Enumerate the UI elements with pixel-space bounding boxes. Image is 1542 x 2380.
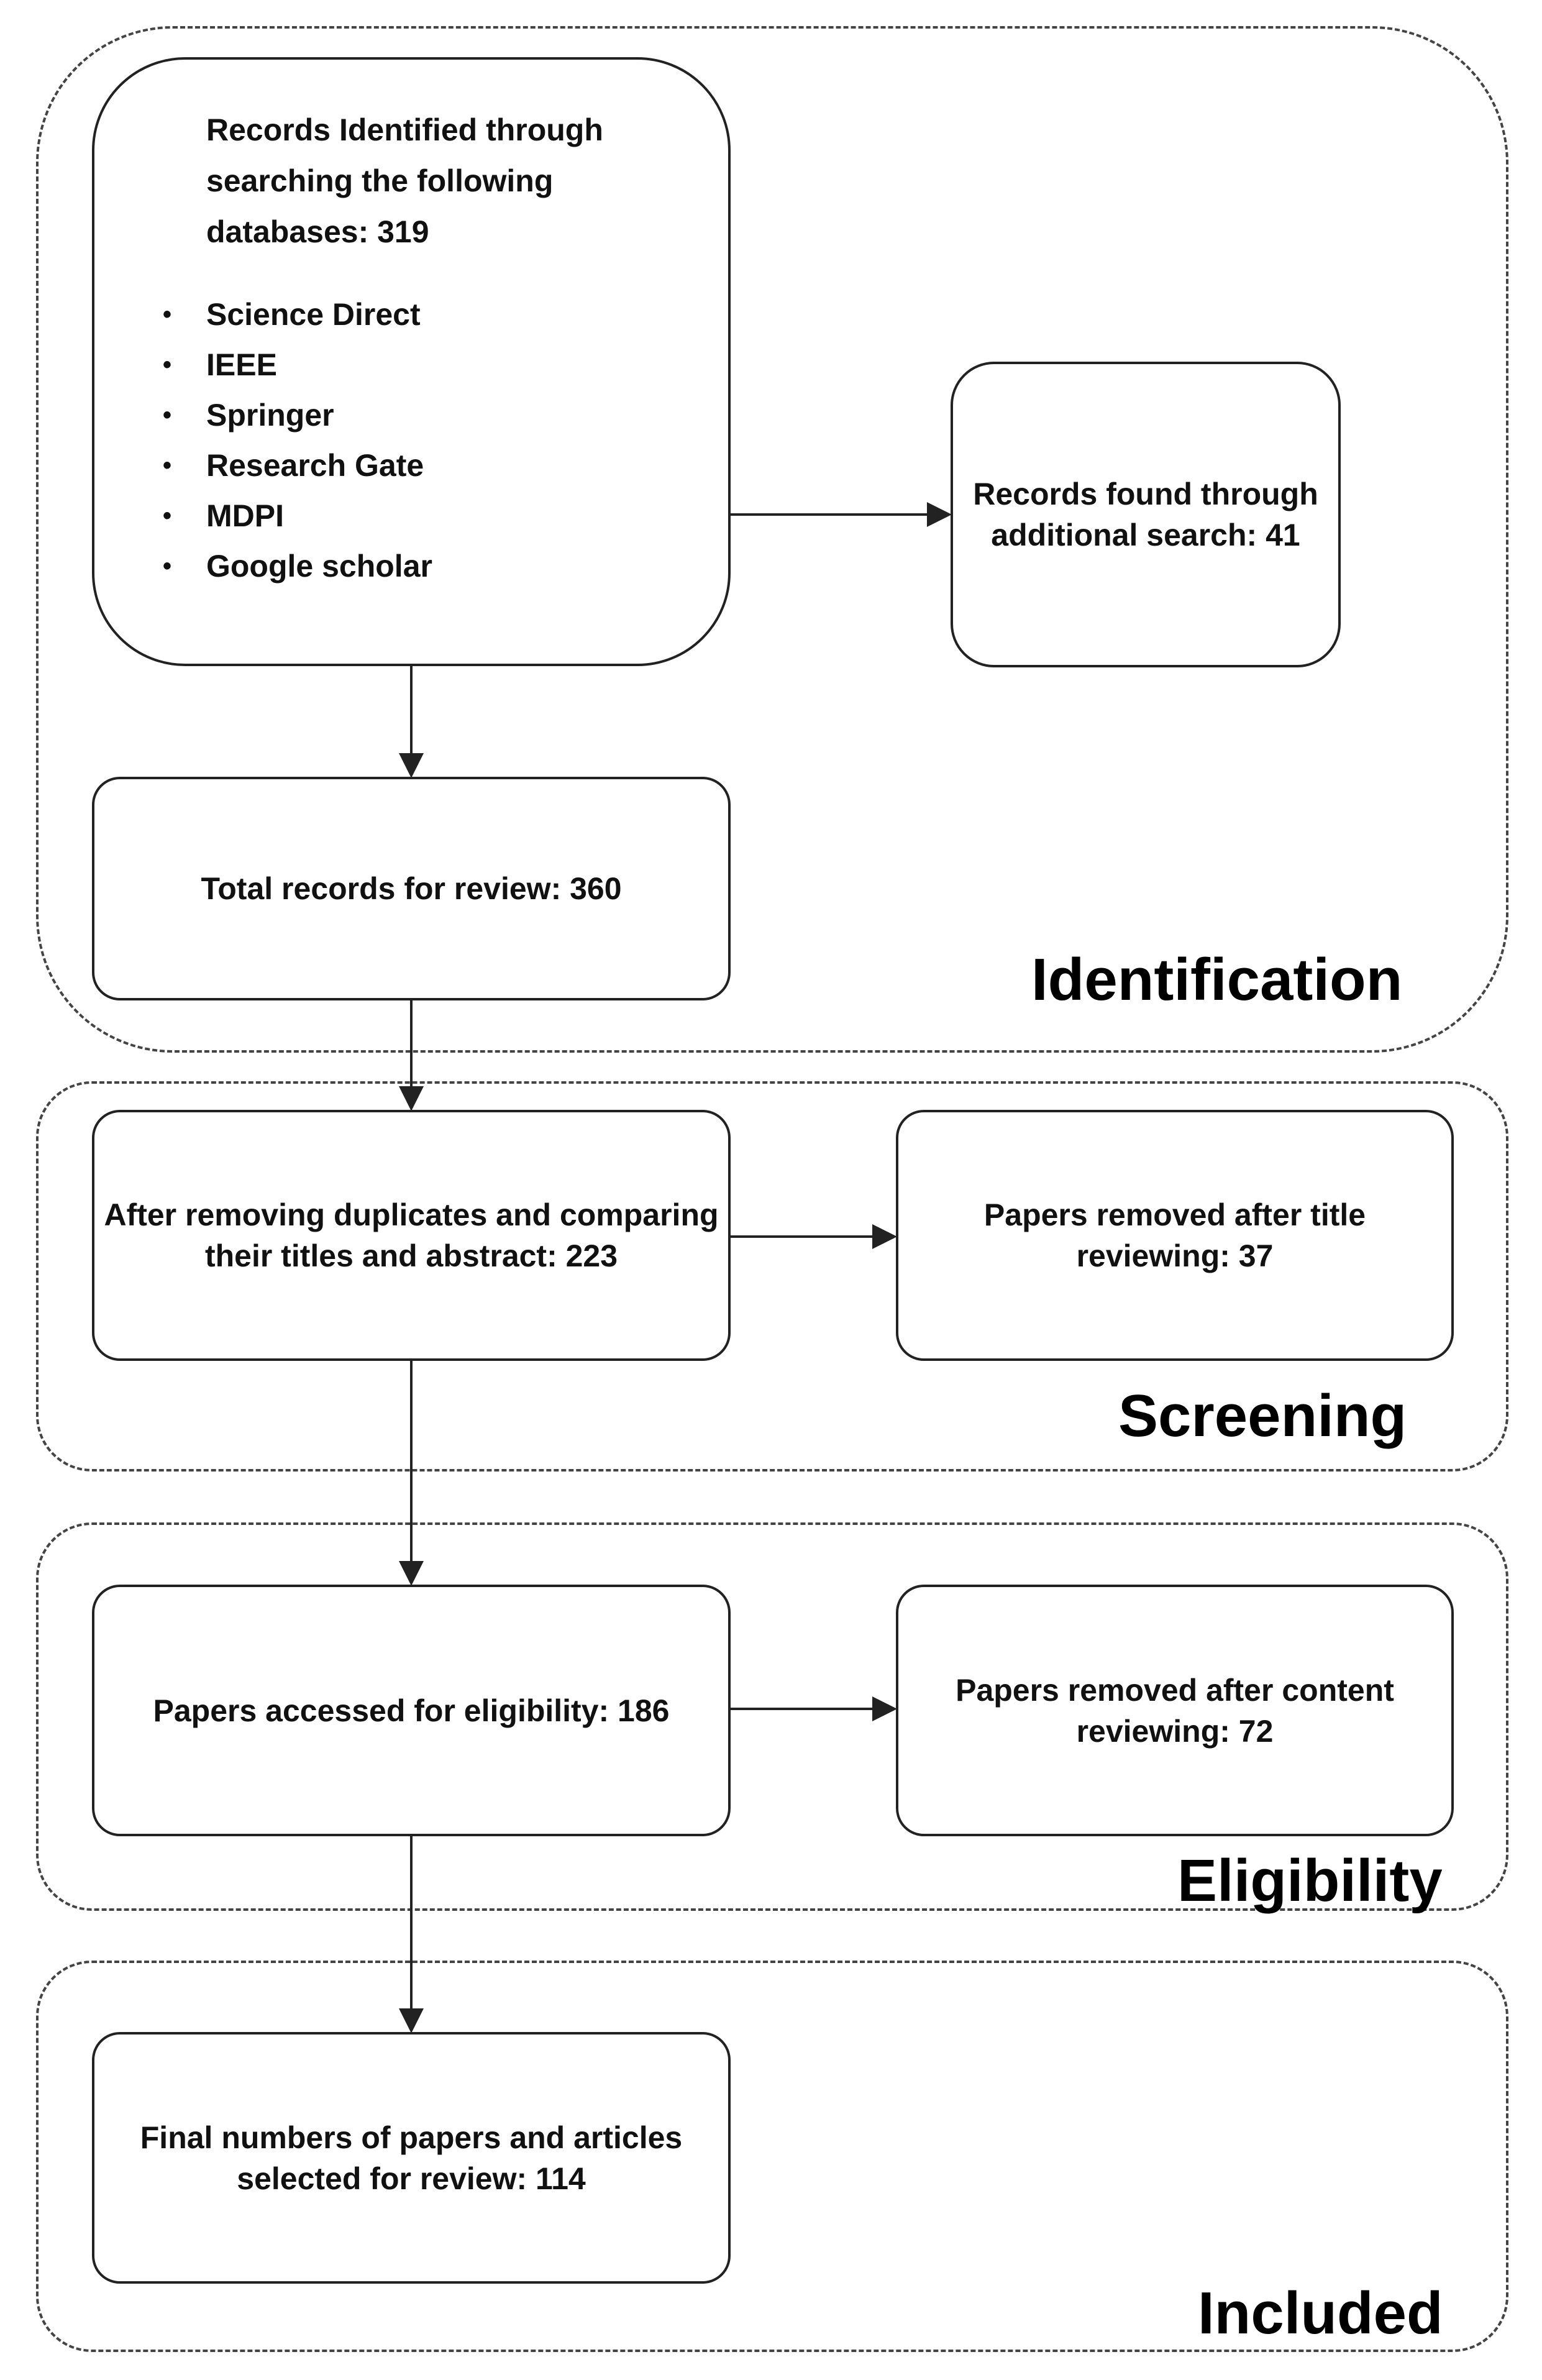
database-name: Research Gate bbox=[206, 448, 424, 483]
phase-identification bbox=[36, 26, 1508, 1053]
database-item: •Science Direct bbox=[163, 297, 421, 332]
database-item: •MDPI bbox=[163, 498, 284, 533]
database-item: •Research Gate bbox=[163, 448, 424, 483]
additional-search-text: Records found through additional search:… bbox=[973, 477, 1318, 552]
box-additional-search: Records found through additional search:… bbox=[951, 362, 1341, 667]
removed-title-text: Papers removed after title reviewing: 37 bbox=[983, 1197, 1366, 1273]
records-identified-title: Records Identified through searching the… bbox=[206, 112, 603, 249]
database-name: Google scholar bbox=[206, 549, 432, 584]
after-duplicates-text: After removing duplicates and comparing … bbox=[104, 1197, 719, 1273]
database-name: Science Direct bbox=[206, 297, 421, 332]
database-item: •Google scholar bbox=[163, 549, 432, 584]
database-item: •IEEE bbox=[163, 347, 277, 382]
total-records-text: Total records for review: 360 bbox=[201, 871, 622, 906]
phase-label-identification: Identification bbox=[1031, 946, 1403, 1013]
phase-eligibility bbox=[36, 1522, 1508, 1911]
phase-label-screening: Screening bbox=[1118, 1383, 1407, 1449]
phase-included bbox=[36, 1961, 1508, 2352]
final-selected-text: Final numbers of papers and articles sel… bbox=[140, 2120, 683, 2196]
database-list: •Science Direct •IEEE •Springer •Researc… bbox=[163, 290, 432, 592]
box-final-selected: Final numbers of papers and articles sel… bbox=[92, 2032, 731, 2284]
database-item: •Springer bbox=[163, 398, 334, 433]
database-name: IEEE bbox=[206, 347, 277, 382]
database-name: MDPI bbox=[206, 498, 284, 533]
phase-label-included: Included bbox=[1198, 2280, 1443, 2346]
box-total-records: Total records for review: 360 bbox=[92, 777, 731, 1000]
box-after-duplicates: After removing duplicates and comparing … bbox=[92, 1110, 731, 1361]
box-records-identified: Records Identified through searching the… bbox=[92, 57, 731, 666]
box-removed-title: Papers removed after title reviewing: 37 bbox=[896, 1110, 1454, 1361]
box-removed-content: Papers removed after content reviewing: … bbox=[896, 1585, 1454, 1836]
box-assessed-eligibility: Papers accessed for eligibility: 186 bbox=[92, 1585, 731, 1836]
phase-screening bbox=[36, 1081, 1508, 1471]
assessed-eligibility-text: Papers accessed for eligibility: 186 bbox=[153, 1693, 670, 1728]
phase-label-eligibility: Eligibility bbox=[1177, 1847, 1443, 1914]
database-name: Springer bbox=[206, 398, 334, 433]
removed-content-text: Papers removed after content reviewing: … bbox=[956, 1672, 1394, 1749]
